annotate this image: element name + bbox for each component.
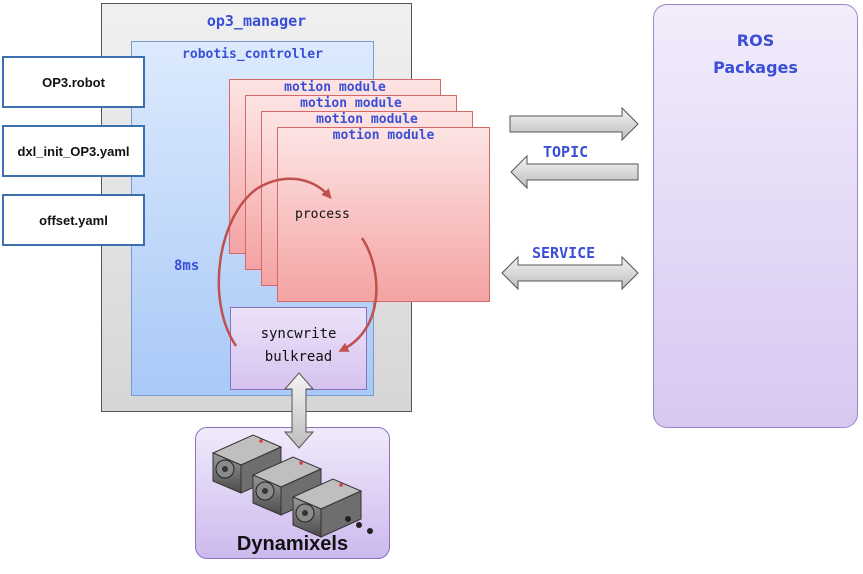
file-label: offset.yaml	[39, 212, 108, 228]
file-label: dxl_init_OP3.yaml	[17, 143, 130, 159]
file-op3-robot: OP3.robot	[2, 56, 145, 108]
ros-packages-box	[653, 4, 858, 428]
file-offset: offset.yaml	[2, 194, 145, 246]
loop-arrow-bottom-icon	[338, 237, 378, 352]
motor-icon	[211, 434, 283, 494]
process-label: process	[295, 207, 350, 222]
period-label: 8ms	[174, 258, 200, 274]
right-arrow-icon	[509, 106, 639, 142]
ros-title-line1: ROS	[736, 31, 775, 50]
op3-manager-title: op3_manager	[206, 12, 307, 30]
file-dxl-init: dxl_init_OP3.yaml	[2, 125, 145, 177]
motion-module-title: motion module	[284, 80, 386, 95]
motion-module-card	[277, 127, 490, 302]
motion-module-title: motion module	[300, 96, 402, 111]
file-label: OP3.robot	[42, 74, 105, 90]
left-arrow-icon	[510, 154, 639, 190]
double-arrow-icon	[501, 255, 639, 291]
dynamixels-label: Dynamixels	[236, 533, 349, 555]
ros-title-line2: Packages	[713, 58, 798, 77]
loop-arrow-top-icon	[217, 177, 332, 347]
service-label: SERVICE	[532, 244, 596, 262]
topic-label: TOPIC	[543, 143, 589, 161]
robotis-controller-title: robotis_controller	[182, 47, 323, 62]
ellipsis-icon	[345, 516, 373, 534]
bulkread-label: bulkread	[264, 349, 333, 365]
syncwrite-label: syncwrite	[260, 326, 337, 342]
motor-icon	[291, 478, 363, 538]
vertical-double-arrow-icon	[283, 372, 315, 449]
ros-packages-title: ROS Packages	[653, 27, 858, 81]
motion-module-title: motion module	[316, 112, 418, 127]
motor-icon	[251, 456, 323, 516]
motion-module-title: motion module	[332, 128, 435, 143]
